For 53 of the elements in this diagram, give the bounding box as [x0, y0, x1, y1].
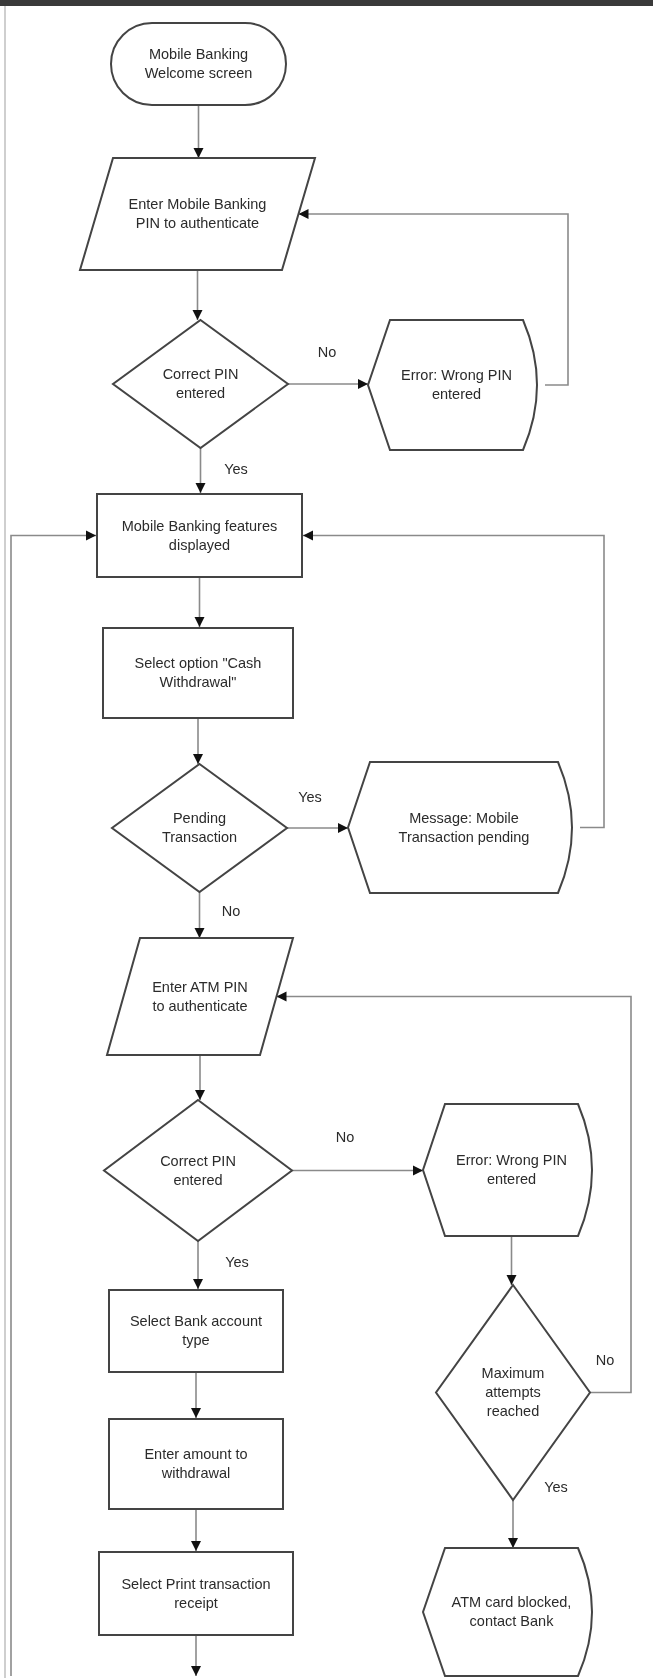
- arrow: [193, 1240, 203, 1290]
- arrow: [287, 379, 369, 389]
- arrow: [286, 823, 349, 833]
- process-box: [108, 1289, 284, 1373]
- step-text: Select Print transaction receipt: [120, 1574, 272, 1613]
- edge-label: No: [219, 903, 243, 919]
- input-parallelogram: [107, 938, 293, 1055]
- decision-diamond: [436, 1285, 590, 1500]
- arrow: [194, 891, 205, 939]
- step-text: Error: Wrong PIN entered: [400, 366, 513, 404]
- step-text: Select option "Cash Withdrawal": [133, 654, 263, 692]
- arrow: [192, 269, 203, 321]
- edge-label: Yes: [222, 461, 250, 477]
- step-text: Enter ATM PIN to authenticate: [151, 977, 249, 1016]
- input-parallelogram: [80, 158, 315, 270]
- arrow: [10, 530, 97, 1677]
- arrow: [193, 105, 204, 159]
- process-box: [98, 1551, 294, 1636]
- decision-diamond: [113, 320, 288, 448]
- step-text: Mobile Banking features displayed: [120, 516, 279, 555]
- step-text: Maximum attempts reached: [480, 1364, 546, 1421]
- step-text: ATM card blocked, contact Bank: [450, 1593, 573, 1631]
- edge-label: Yes: [223, 1254, 251, 1270]
- step-text: Correct PIN entered: [159, 1151, 237, 1190]
- step-text: Error: Wrong PIN entered: [455, 1151, 568, 1189]
- edge-label: Yes: [296, 789, 324, 805]
- edge-label: No: [333, 1129, 357, 1145]
- arrow: [195, 447, 206, 494]
- process-box: [108, 1418, 284, 1510]
- decision-diamond: [104, 1100, 292, 1241]
- arrow: [508, 1499, 518, 1549]
- arrow: [191, 1372, 201, 1419]
- edge-label: No: [315, 344, 339, 360]
- arrow: [291, 1165, 424, 1176]
- process-box: [102, 627, 294, 719]
- arrow: [195, 1054, 205, 1101]
- step-text: Message: Mobile Transaction pending: [397, 808, 531, 847]
- edge-label: No: [593, 1352, 617, 1368]
- step-text: Correct PIN entered: [161, 365, 240, 403]
- step-text: Mobile Banking Welcome screen: [143, 45, 254, 83]
- arrow: [302, 530, 605, 829]
- step-text: Select Bank account type: [128, 1312, 264, 1350]
- process-box: [96, 493, 303, 578]
- arrow: [191, 1635, 201, 1677]
- arrow: [193, 718, 203, 765]
- step-text: Enter amount to withdrawal: [143, 1445, 249, 1483]
- arrow: [191, 1509, 201, 1552]
- arrow: [194, 577, 205, 628]
- decision-diamond: [112, 764, 287, 892]
- arrow: [506, 1235, 517, 1286]
- step-text: Pending Transaction: [160, 809, 239, 847]
- edge-label: Yes: [542, 1479, 570, 1495]
- step-text: Enter Mobile Banking PIN to authenticate: [127, 195, 268, 233]
